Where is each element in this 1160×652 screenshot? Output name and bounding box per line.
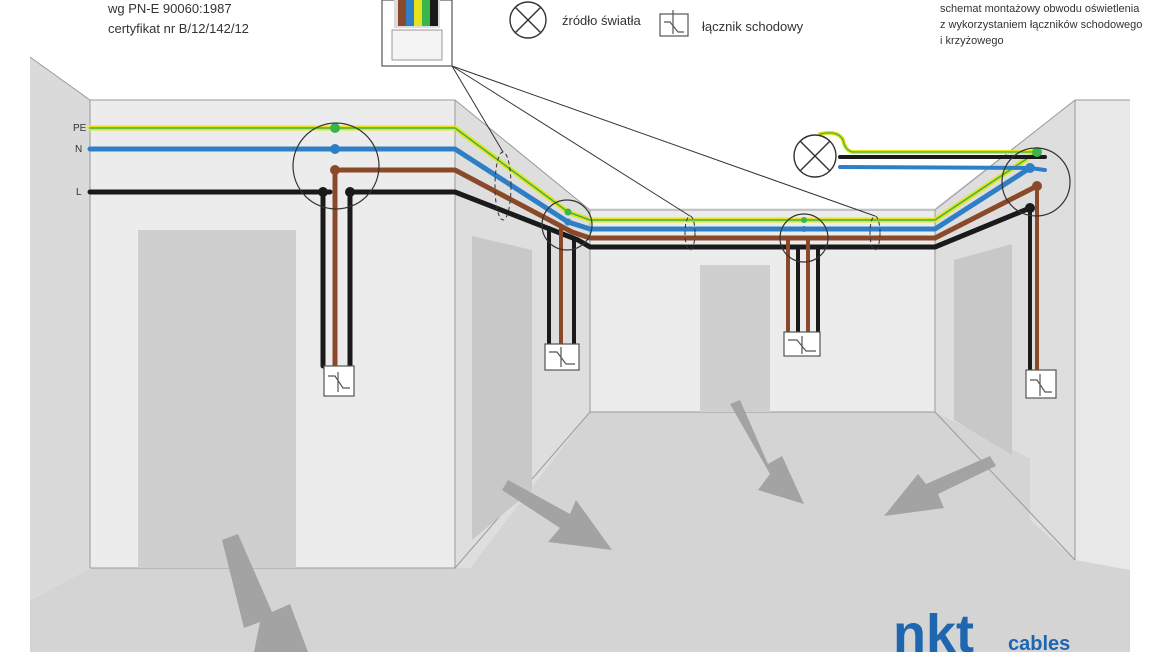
wire-label-n: N xyxy=(75,144,82,155)
lamp-cross-icon xyxy=(509,1,547,39)
doorway-back xyxy=(700,265,770,412)
wire-label-pe: PE xyxy=(73,123,87,134)
left-end-wall xyxy=(30,57,90,600)
stair-switch-right xyxy=(1025,369,1057,399)
arrow-right-icon xyxy=(884,456,996,516)
switch-wire-1 xyxy=(332,167,1040,241)
junction-box-left xyxy=(292,122,380,210)
doorway-left-return xyxy=(472,236,532,540)
legend-stair-switch-label: łącznik schodowy xyxy=(702,19,804,34)
neutral-wire xyxy=(87,146,1033,232)
stair-switch-left xyxy=(323,365,355,397)
arrow-left-icon xyxy=(222,534,308,652)
stair-switch-icon xyxy=(659,10,689,37)
logo-suffix: cables xyxy=(1008,633,1070,652)
description-line-2: z wykorzystaniem łączników schodowego xyxy=(940,19,1142,31)
logo-brand: nkt xyxy=(893,604,974,652)
leader-lines xyxy=(451,65,876,217)
junction-boxes xyxy=(292,122,1071,263)
legend: źródło światła łącznik schodowy xyxy=(509,1,804,39)
junction-box-right xyxy=(1001,147,1071,217)
stair-switch-return xyxy=(544,343,580,371)
junction-box-return xyxy=(541,199,593,251)
description-line-1: schemat montażowy obwodu oświetlenia xyxy=(940,3,1140,15)
room xyxy=(29,56,1130,652)
nkt-cables-logo: nkt cables xyxy=(893,604,1070,652)
wire-label-l: L xyxy=(76,187,82,198)
arrow-center-left-icon xyxy=(502,480,612,550)
cable-cross-section-icon xyxy=(381,0,453,67)
flow-arrows xyxy=(222,400,996,652)
cross-switch-back xyxy=(783,331,821,357)
description-line-3: i krzyżowego xyxy=(940,35,1004,47)
arrow-back-icon xyxy=(730,400,804,504)
doorway-left xyxy=(138,230,296,568)
diagram-description: schemat montażowy obwodu oświetlenia z w… xyxy=(940,3,1142,47)
certificate-text: certyfikat nr B/12/142/12 xyxy=(108,21,249,36)
legend-light-source-label: źródło światła xyxy=(562,13,642,28)
junction-box-back xyxy=(779,213,829,263)
doorway-right xyxy=(954,244,1012,455)
right-end-wall xyxy=(1075,100,1130,570)
lamp-icon xyxy=(793,134,837,178)
standard-text: wg PN-E 90060:1987 xyxy=(107,1,232,16)
